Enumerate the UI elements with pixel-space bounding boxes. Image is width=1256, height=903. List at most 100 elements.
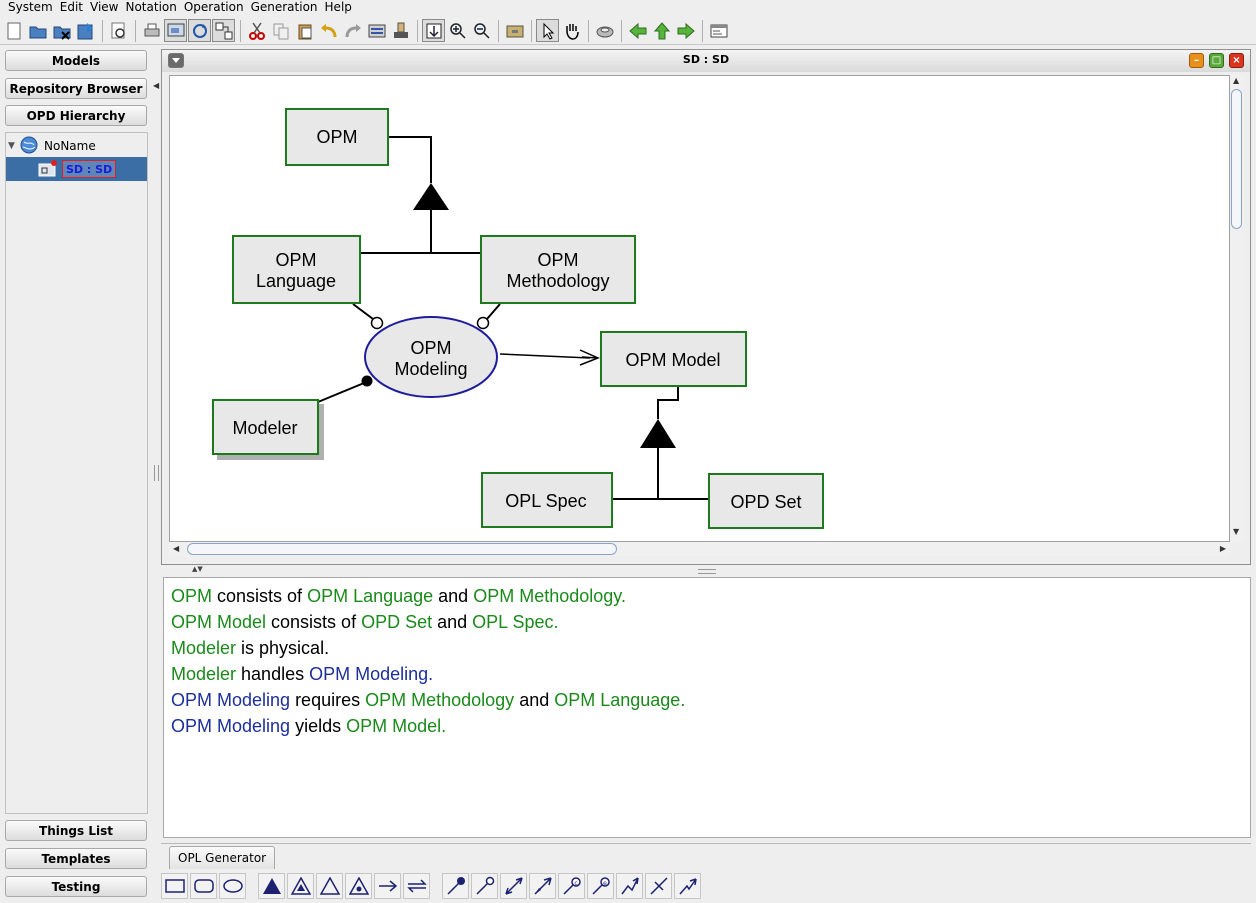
zoom-out-icon[interactable]: [470, 19, 493, 42]
delete-icon[interactable]: [365, 19, 388, 42]
paste-icon[interactable]: [293, 19, 316, 42]
exception-link-icon[interactable]: [645, 873, 672, 899]
print-icon[interactable]: [140, 19, 163, 42]
find-icon[interactable]: [107, 19, 130, 42]
cut-icon[interactable]: [245, 19, 268, 42]
opl-object-name[interactable]: OPM Language: [307, 586, 434, 606]
menu-help[interactable]: Help: [324, 0, 352, 14]
screenshot-icon[interactable]: [164, 19, 187, 42]
opl-object-name[interactable]: OPD Set: [361, 612, 433, 632]
opl-object-name[interactable]: OPM Model: [171, 612, 267, 632]
tree-root-node[interactable]: ▼ NoName: [8, 136, 96, 155]
minimize-icon[interactable]: –: [1189, 53, 1204, 68]
window-menu-icon[interactable]: [168, 53, 184, 68]
result-link-model[interactable]: [499, 349, 600, 366]
instrument-link-icon[interactable]: [471, 873, 498, 899]
opl-object-name[interactable]: OPL Spec: [472, 612, 554, 632]
window-titlebar[interactable]: SD : SD – □ ×: [162, 50, 1250, 72]
instrument-link-language[interactable]: [352, 303, 384, 330]
layout-icon[interactable]: [212, 19, 235, 42]
hand-icon[interactable]: [560, 19, 583, 42]
things-list-button[interactable]: Things List: [5, 820, 147, 841]
close-icon[interactable]: [50, 19, 73, 42]
horizontal-scroll-thumb[interactable]: [187, 543, 617, 555]
opd-canvas[interactable]: OPM OPM Language OPM Methodology OPM Mod…: [169, 75, 1230, 542]
templates-button[interactable]: Templates: [5, 848, 147, 869]
invocation-link-icon[interactable]: [616, 873, 643, 899]
opl-process-name[interactable]: .: [428, 664, 434, 684]
agent-link-icon[interactable]: [442, 873, 469, 899]
bidirectional-link-icon[interactable]: [403, 873, 430, 899]
repository-browser-button[interactable]: Repository Browser: [5, 78, 147, 99]
opl-object-name[interactable]: Modeler: [171, 664, 237, 684]
object-opm-methodology[interactable]: OPM Methodology: [480, 235, 636, 304]
refresh-icon[interactable]: [188, 19, 211, 42]
save-icon[interactable]: [74, 19, 97, 42]
window-icon[interactable]: [707, 19, 730, 42]
vertical-scrollbar[interactable]: ▲ ▼: [1230, 75, 1244, 542]
opl-object-name[interactable]: OPM Language: [554, 690, 681, 710]
menu-operation[interactable]: Operation: [183, 0, 244, 14]
menu-notation[interactable]: Notation: [125, 0, 177, 14]
process-tool-icon[interactable]: [190, 873, 217, 899]
splitter-grip[interactable]: [154, 465, 159, 481]
horizontal-scrollbar[interactable]: ◀ ▶: [169, 542, 1230, 556]
opl-process-name[interactable]: OPM Modeling: [309, 664, 429, 684]
new-icon[interactable]: [2, 19, 25, 42]
tab-opl-generator[interactable]: OPL Generator: [169, 846, 276, 869]
opl-object-name[interactable]: OPM Methodology: [473, 586, 621, 606]
opl-object-name[interactable]: .: [680, 690, 686, 710]
opl-process-name[interactable]: OPM Modeling: [171, 690, 291, 710]
opd-tree[interactable]: ▼ NoName SD : SD: [5, 132, 148, 814]
opd-hierarchy-button[interactable]: OPD Hierarchy: [5, 105, 147, 126]
menu-generation[interactable]: Generation: [250, 0, 318, 14]
open-icon[interactable]: [26, 19, 49, 42]
scroll-right-icon[interactable]: ▶: [1219, 544, 1226, 553]
maximize-icon[interactable]: □: [1209, 53, 1224, 68]
opl-object-name[interactable]: OPM Methodology: [365, 690, 515, 710]
aggregation-icon[interactable]: [258, 873, 285, 899]
object-opm-language[interactable]: OPM Language: [232, 235, 361, 304]
process-opm-modeling[interactable]: OPM Modeling: [364, 316, 498, 398]
stamp-icon[interactable]: [389, 19, 412, 42]
unidirectional-link-icon[interactable]: [374, 873, 401, 899]
forward-icon[interactable]: [674, 19, 697, 42]
undo-icon[interactable]: [317, 19, 340, 42]
opl-process-name[interactable]: OPM Modeling: [171, 716, 291, 736]
opl-object-name[interactable]: OPM Model: [346, 716, 442, 736]
instantiation-icon[interactable]: [345, 873, 372, 899]
object-tool-icon[interactable]: [161, 873, 188, 899]
result-link-icon[interactable]: [529, 873, 556, 899]
opl-object-name[interactable]: OPM: [171, 586, 213, 606]
generalization-icon[interactable]: [316, 873, 343, 899]
effect-link-icon[interactable]: [500, 873, 527, 899]
zoom-in-icon[interactable]: [446, 19, 469, 42]
up-icon[interactable]: [650, 19, 673, 42]
menu-edit[interactable]: Edit: [59, 0, 83, 14]
agent-link-modeler[interactable]: [317, 375, 373, 403]
scroll-left-icon[interactable]: ◀: [173, 544, 180, 553]
collapse-arrow-icon[interactable]: ◀: [153, 81, 160, 90]
opl-text-panel[interactable]: OPM consists of OPM Language and OPM Met…: [163, 577, 1251, 838]
back-icon[interactable]: [626, 19, 649, 42]
copy-icon[interactable]: [269, 19, 292, 42]
event-link-icon[interactable]: e: [587, 873, 614, 899]
menu-view[interactable]: View: [90, 0, 119, 14]
instrument-link-methodology[interactable]: [476, 303, 501, 330]
panel-splitter[interactable]: ◀: [152, 47, 160, 903]
toggle-icon[interactable]: [503, 19, 526, 42]
object-opm[interactable]: OPM: [285, 108, 389, 166]
scroll-up-icon[interactable]: ▲: [1233, 76, 1240, 85]
object-opm-model[interactable]: OPM Model: [600, 331, 747, 387]
opd-diagram[interactable]: OPM OPM Language OPM Methodology OPM Mod…: [170, 76, 1229, 541]
opl-object-name[interactable]: .: [553, 612, 559, 632]
aggregation-link-opm-model[interactable]: [612, 385, 709, 500]
pointer-icon[interactable]: [536, 19, 559, 42]
fit-icon[interactable]: [422, 19, 445, 42]
opl-object-name[interactable]: Modeler: [171, 638, 237, 658]
close-window-icon[interactable]: ×: [1229, 53, 1244, 68]
timeout-link-icon[interactable]: [674, 873, 701, 899]
opl-object-name[interactable]: .: [620, 586, 626, 606]
aggregation-link-opm[interactable]: [360, 136, 481, 254]
scroll-down-icon[interactable]: ▼: [1233, 527, 1240, 536]
